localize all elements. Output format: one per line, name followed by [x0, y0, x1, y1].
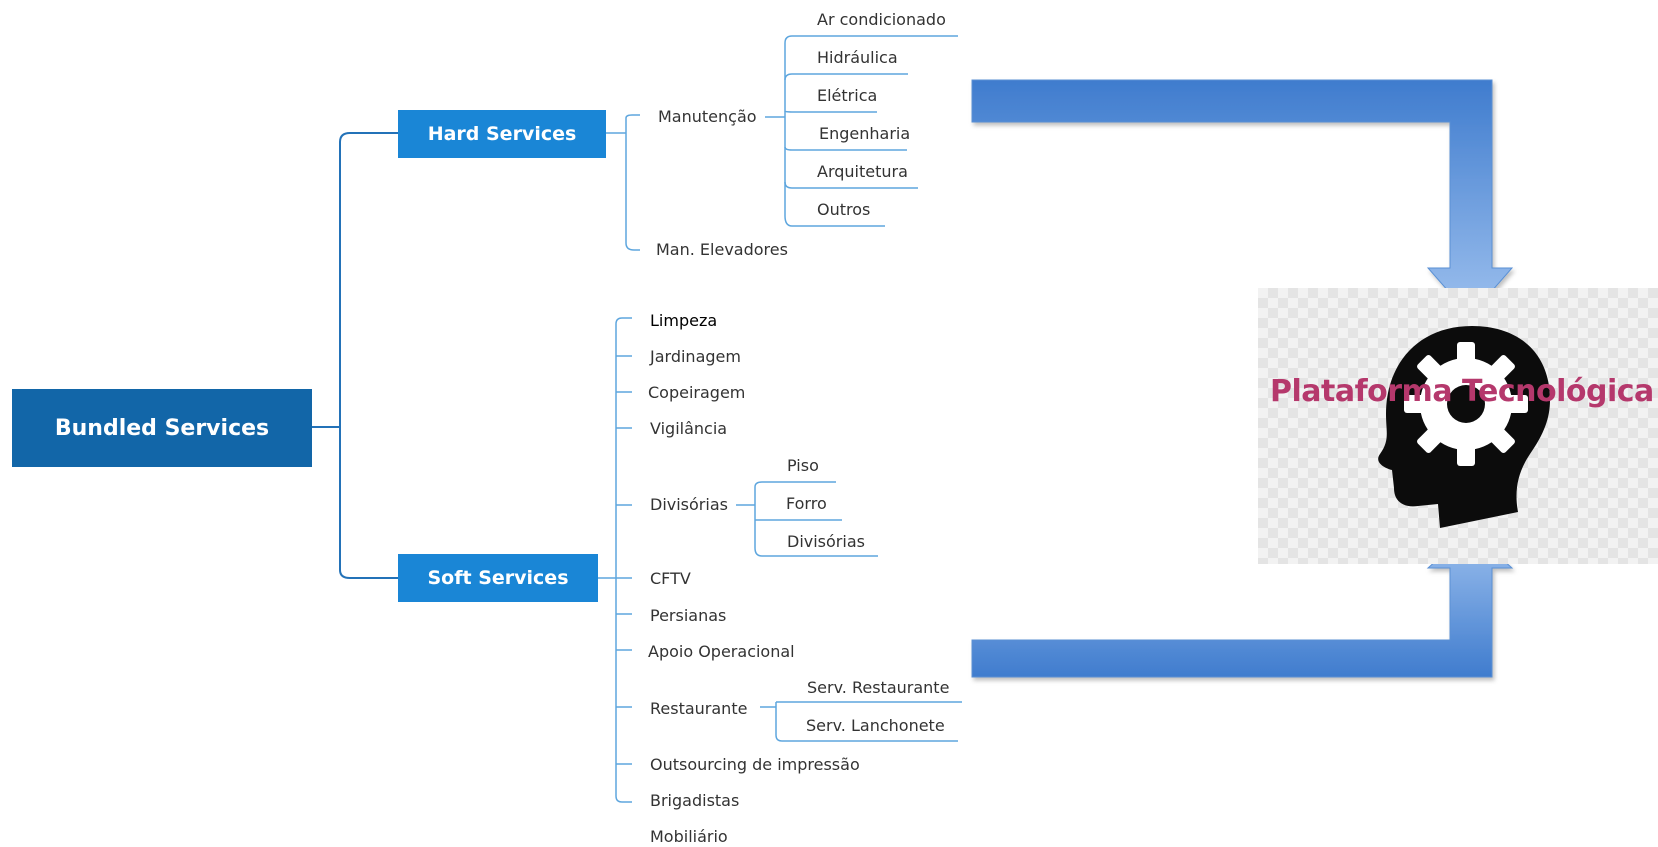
divisorias-item: Forro: [786, 494, 827, 513]
divisorias-item: Piso: [787, 456, 819, 475]
hard-services-box[interactable]: Hard Services: [398, 110, 606, 158]
manutencao-item: Hidráulica: [817, 48, 898, 67]
manutencao-item: Ar condicionado: [817, 10, 946, 29]
soft-item: CFTV: [650, 569, 691, 588]
divisorias-item: Divisórias: [787, 532, 865, 551]
soft-connectors: [598, 317, 962, 803]
soft-services-box[interactable]: Soft Services: [398, 554, 598, 602]
soft-item: Limpeza: [650, 311, 718, 330]
soft-item: Vigilância: [650, 419, 728, 438]
restaurante-item: Serv. Restaurante: [807, 678, 950, 697]
soft-item: Outsourcing de impressão: [650, 755, 860, 774]
hard-connectors: [606, 35, 958, 251]
bundled-services-box[interactable]: Bundled Services: [12, 389, 312, 467]
man-elevadores-label: Man. Elevadores: [656, 240, 788, 259]
soft-item: Brigadistas: [650, 791, 740, 810]
top-arrow: [971, 79, 1514, 317]
manutencao-item: Elétrica: [817, 86, 878, 105]
manutencao-item: Arquitetura: [817, 162, 908, 181]
soft-item: Persianas: [650, 606, 727, 625]
manutencao-item: Engenharia: [819, 124, 911, 143]
head-gear-icon: [1378, 326, 1550, 528]
root-connectors: [312, 132, 398, 579]
restaurante-item: Serv. Lanchonete: [806, 716, 945, 735]
soft-item: Copeiragem: [648, 383, 746, 402]
manutencao-label: Manutenção: [658, 107, 757, 126]
soft-item: Jardinagem: [650, 347, 741, 366]
soft-item: Restaurante: [650, 699, 748, 718]
platform-title: Plataforma Tecnológica: [1270, 374, 1654, 409]
soft-item: Divisórias: [650, 495, 728, 514]
soft-item: Mobiliário: [650, 827, 728, 846]
soft-item: Apoio Operacional: [648, 642, 795, 661]
manutencao-item: Outros: [817, 200, 871, 219]
